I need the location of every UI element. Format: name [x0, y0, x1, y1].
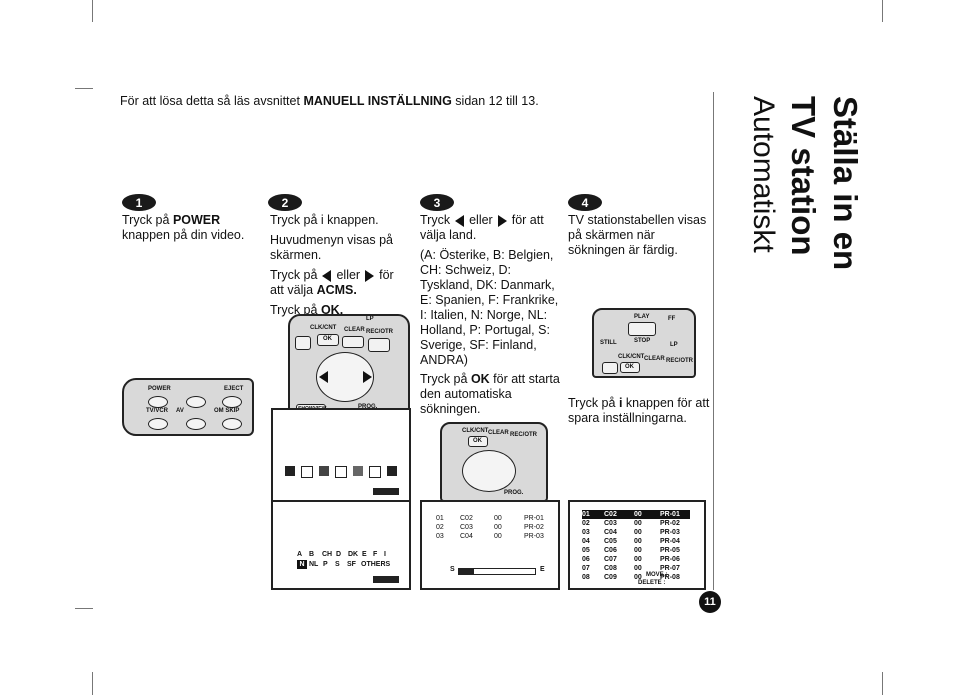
step-badge-1: 1 [122, 194, 156, 211]
step-badge-2: 2 [268, 194, 302, 211]
right-arrow-icon [365, 269, 375, 282]
left-arrow-icon [455, 214, 465, 227]
play-button[interactable] [628, 322, 656, 336]
vcr-button[interactable] [186, 396, 206, 408]
crop-mark [92, 0, 93, 22]
crop-mark [882, 0, 883, 22]
step-4-text: TV stationstabellen visas på skärmen när… [568, 213, 707, 257]
country-row-1: A B CH D DK E F I [297, 551, 386, 558]
step-2-text: Tryck på i knappen. Huvudmenyn visas på … [270, 213, 394, 317]
menu-nav-icons [373, 488, 399, 495]
left-arrow-icon [322, 269, 332, 282]
menu-icons [285, 466, 397, 478]
step-4-text-2: Tryck på i knappen för att spara inställ… [568, 396, 710, 425]
ab-icon [369, 466, 381, 478]
eject-button[interactable] [222, 396, 242, 408]
sys-icon [353, 466, 363, 476]
right-arrow-icon [497, 214, 507, 227]
dpad[interactable] [462, 450, 516, 492]
page-title: Ställa in en [827, 96, 864, 271]
vcr-front-panel: POWER EJECT TV/VCR AV OM SKIP [122, 378, 254, 436]
country-row-2: N NL P S SF OTHERS [297, 560, 391, 569]
ok-button[interactable]: OK [468, 436, 488, 447]
rec-button[interactable] [368, 338, 390, 352]
main-menu-screen [271, 408, 411, 502]
intro-text: För att lösa detta så läs avsnittet MANU… [120, 94, 539, 108]
rec-icon [285, 466, 295, 476]
set-icon [301, 466, 313, 478]
step-badge-4: 4 [568, 194, 602, 211]
step-badge-3: 3 [420, 194, 454, 211]
page-number: 11 [699, 591, 721, 613]
screen-nav-icons [373, 576, 399, 583]
step-3-text-2: Tryck på OK för att starta den automatis… [420, 372, 560, 416]
crop-mark [75, 608, 93, 609]
right-arrow-icon [363, 371, 372, 383]
crop-mark [882, 672, 883, 695]
av-button[interactable] [186, 418, 206, 430]
page-subtitle-2: Automatiskt [747, 96, 780, 253]
info-button[interactable] [602, 362, 618, 374]
left-arrow-icon [319, 371, 328, 383]
info-button[interactable] [295, 336, 311, 350]
search-progress-bar [458, 568, 536, 575]
clear-button[interactable] [342, 336, 364, 348]
remote-control-step-2: CLK/CNT CLEAR REC/OTR LP OK PROG. SHOWVI… [288, 314, 410, 418]
step-1-text: Tryck på POWER knappen på din video. [122, 213, 245, 242]
pr-icon [319, 466, 329, 476]
ok-button[interactable]: OK [317, 334, 339, 346]
remote-control-step-3: CLK/CNT CLEAR REC/OTR OK PROG. [440, 422, 548, 502]
dk-icon [387, 466, 397, 476]
divider-line [713, 92, 714, 590]
ok-button[interactable]: OK [620, 362, 640, 373]
page-subtitle: TV station [785, 96, 822, 256]
skip-button[interactable] [222, 418, 242, 430]
crop-mark [92, 672, 93, 695]
country-select-screen: A B CH D DK E F I N NL P S SF OTHERS [271, 500, 411, 590]
power-button[interactable] [148, 396, 168, 408]
remote-control-step-4: PLAY FF STILL STOP LP CLK/CNT CLEAR REC/… [592, 308, 696, 378]
acms-icon [335, 466, 347, 478]
crop-mark [75, 88, 93, 89]
tvvcr-button[interactable] [148, 418, 168, 430]
